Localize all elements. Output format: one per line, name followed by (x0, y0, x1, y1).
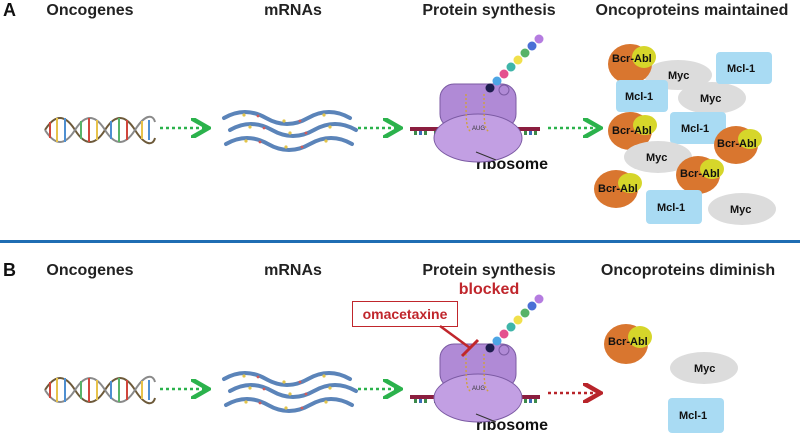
b-oncogenes-label: Oncogenes (46, 262, 134, 279)
a-dna-icon (44, 115, 156, 145)
svg-text:Bcr-Abl: Bcr-Abl (612, 125, 652, 137)
svg-text:Bcr-Abl: Bcr-Abl (608, 336, 648, 348)
b-protein-synthesis-label: Protein synthesis (422, 262, 556, 279)
bcr-abl-protein: Bcr-Abl (608, 112, 657, 150)
omacetaxine-inhibition-icon (439, 324, 480, 358)
mcl1-text: Mcl-1 (679, 410, 707, 422)
myc-text: Myc (700, 93, 721, 105)
myc-protein (678, 82, 746, 114)
myc-text: Myc (694, 363, 715, 375)
mcl1-text: Mcl-1 (625, 91, 653, 103)
mcl1-text: Mcl-1 (657, 202, 685, 214)
panel-divider (0, 240, 800, 243)
svg-text:Bcr-Abl: Bcr-Abl (680, 168, 720, 180)
myc-protein (670, 352, 738, 384)
a-ribosome-icon (410, 34, 544, 163)
myc-text: Myc (646, 152, 667, 164)
mcl1-protein (716, 52, 772, 84)
myc-protein (708, 193, 776, 225)
bcr-abl-protein: Bcr-Abl (714, 126, 762, 164)
bcr-abl-protein: Bcr-Abl (594, 170, 642, 208)
myc-text: Myc (730, 204, 751, 216)
svg-text:Bcr-Abl: Bcr-Abl (717, 138, 757, 150)
bcr-abl-protein: Bcr-Abl (676, 156, 724, 194)
mcl1-protein (668, 398, 724, 432)
a-oncoprotein-cluster: Myc Myc Bcr-Abl Mcl-1 Mcl-1 Bcr-Abl Mcl-… (594, 44, 776, 225)
mcl1-protein (616, 80, 668, 112)
mcl1-protein (646, 190, 702, 224)
panel-b-letter: B (3, 260, 16, 280)
a-mrnas-label: mRNAs (264, 2, 322, 19)
b-blocked-label: blocked (458, 281, 520, 298)
myc-text: Myc (668, 70, 689, 82)
b-oncoprotein-cluster: Bcr-Abl Myc Mcl-1 (604, 324, 738, 433)
b-ribosome-icon (410, 294, 544, 423)
myc-protein (624, 141, 692, 173)
bcr-abl-protein: Bcr-Abl (608, 44, 656, 84)
svg-text:Bcr-Abl: Bcr-Abl (598, 183, 638, 195)
omacetaxine-box: omacetaxine (352, 301, 458, 327)
b-mrnas-label: mRNAs (264, 262, 322, 279)
a-oncogenes-label: Oncogenes (46, 2, 134, 19)
mcl1-protein (670, 112, 726, 144)
svg-text:Bcr-Abl: Bcr-Abl (612, 53, 652, 65)
a-protein-synthesis-label: Protein synthesis (422, 2, 556, 19)
bcr-abl-protein: Bcr-Abl (604, 324, 652, 364)
b-dna-icon (44, 375, 156, 405)
mcl1-text: Mcl-1 (727, 63, 755, 75)
a-mrna-icon (222, 110, 358, 152)
a-oncoproteins-maintained-label: Oncoproteins maintained (595, 2, 789, 19)
mcl1-text: Mcl-1 (681, 123, 709, 135)
b-oncoproteins-diminish-label: Oncoproteins diminish (600, 262, 776, 279)
panel-a-letter: A (3, 0, 16, 20)
b-mrna-icon (222, 371, 358, 413)
